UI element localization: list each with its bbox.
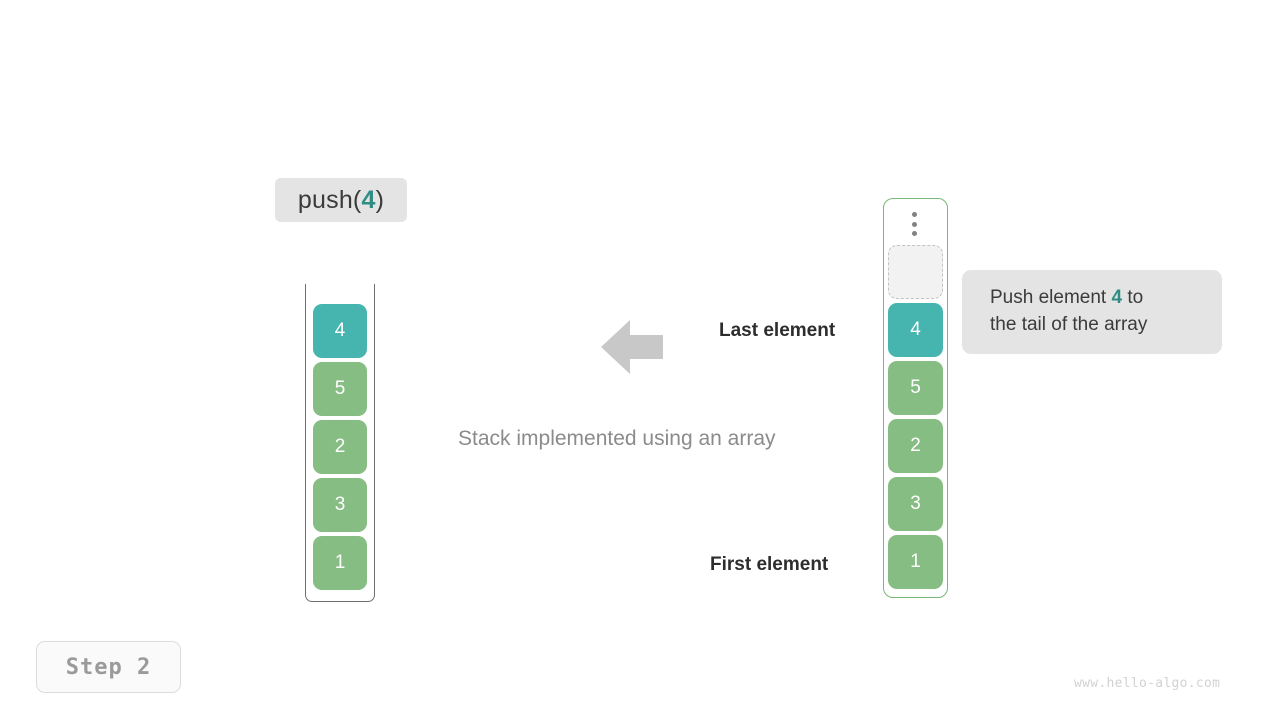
- callout-text-line2: the tail of the array: [990, 314, 1148, 335]
- callout-text-after: to: [1122, 287, 1144, 308]
- array-cell: 3: [888, 477, 943, 531]
- callout-text-before: Push element: [990, 287, 1112, 308]
- array-cell: 5: [888, 361, 943, 415]
- operation-prefix: push(: [297, 185, 362, 214]
- first-element-label: First element: [710, 554, 829, 575]
- array-cell-empty: [888, 245, 943, 299]
- stack-caption: Stack implemented using an array: [458, 427, 776, 450]
- stack-cell: 5: [313, 362, 367, 416]
- operation-argument: 4: [361, 185, 376, 214]
- stack-cell: 4: [313, 304, 367, 358]
- callout-accent-value: 4: [1111, 287, 1123, 308]
- array-cell-list: 4 5 2 3 1: [888, 245, 943, 589]
- stack-cell: 1: [313, 536, 367, 590]
- vertical-ellipsis-icon: [910, 212, 918, 236]
- ellipsis-dot: [911, 231, 917, 236]
- last-element-label: Last element: [719, 320, 836, 341]
- ellipsis-dot: [911, 212, 917, 217]
- array-cell: 4: [888, 303, 943, 357]
- arrow-left-icon: [601, 318, 663, 376]
- stack-cell-list: 4 5 2 3 1: [313, 304, 367, 590]
- stack-cell: 3: [313, 478, 367, 532]
- operation-suffix: ): [375, 185, 385, 214]
- step-badge: Step 2: [36, 641, 181, 693]
- array-cell: 2: [888, 419, 943, 473]
- stack-container: [305, 284, 375, 602]
- array-cell: 1: [888, 535, 943, 589]
- callout-box: Push element 4 to the tail of the array: [962, 270, 1222, 354]
- watermark: www.hello-algo.com: [1074, 676, 1221, 691]
- stack-cell: 2: [313, 420, 367, 474]
- ellipsis-dot: [911, 221, 917, 227]
- operation-label: push(4): [275, 178, 407, 222]
